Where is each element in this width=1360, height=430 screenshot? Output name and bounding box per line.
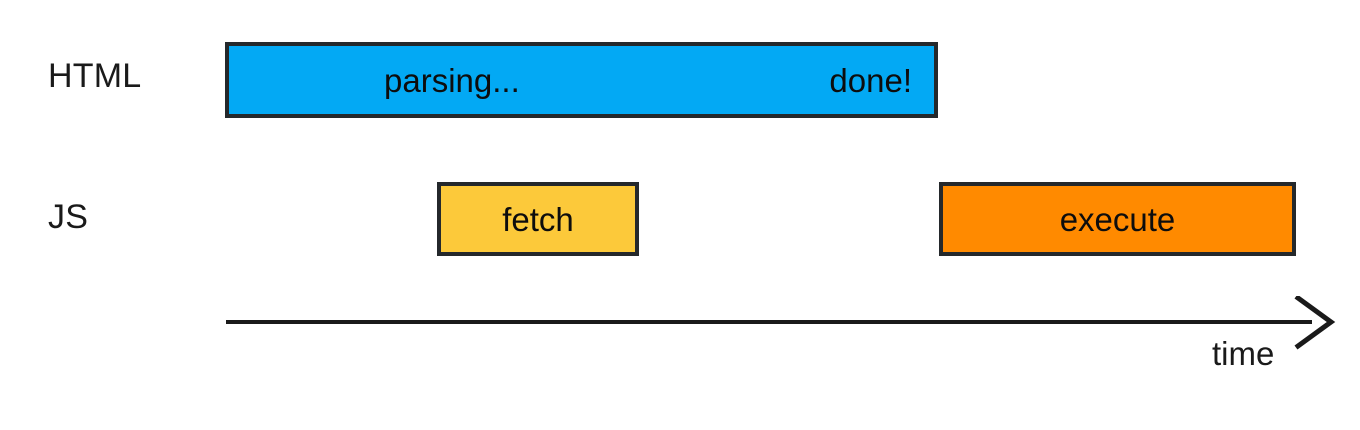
bar-js-execute: execute xyxy=(939,182,1296,256)
bar-label-fetch: fetch xyxy=(502,200,574,238)
bar-html-parsing: parsing... done! xyxy=(225,42,938,118)
time-axis-label: time xyxy=(1212,335,1275,372)
row-label-html: HTML xyxy=(48,57,142,95)
row-label-js: JS xyxy=(48,198,89,236)
time-axis-arrow-right-icon xyxy=(226,296,1336,350)
bar-label-done: done! xyxy=(829,61,912,99)
bar-js-fetch: fetch xyxy=(437,182,639,256)
bar-label-parsing: parsing... xyxy=(384,61,520,99)
bar-label-execute: execute xyxy=(1059,200,1176,238)
